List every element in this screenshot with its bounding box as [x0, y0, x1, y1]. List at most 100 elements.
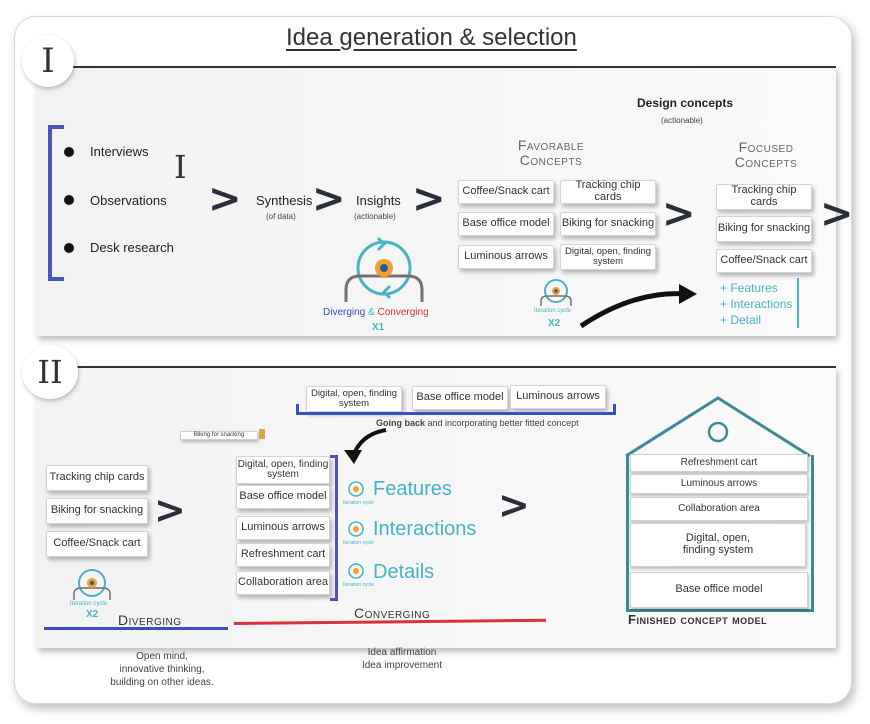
- synthesis-note: (of data): [266, 212, 296, 221]
- converging-bracket: [330, 455, 338, 601]
- arrow-to-finished: >: [498, 483, 530, 527]
- diverging-card: Biking for snacking: [46, 498, 148, 524]
- sources-bracket: [48, 125, 64, 281]
- refinements-bar: [797, 278, 799, 328]
- arrow-diverging-to-converging: >: [154, 488, 186, 532]
- going-back-bold: Going back: [376, 418, 426, 428]
- section-2-roman: II: [37, 353, 63, 391]
- favorable-card: Biking for snacking: [560, 212, 656, 236]
- discarded-strip: Biking for snacking: [180, 431, 258, 440]
- favorable-title-line-1: Favorable: [517, 137, 585, 153]
- iteration-cycle-icon: [540, 279, 572, 306]
- focused-title-line-2: Concepts: [734, 154, 798, 171]
- arrow-to-focused: >: [662, 191, 696, 237]
- page-title: Idea generation & selection: [286, 24, 577, 51]
- section-1-roman: I: [41, 41, 55, 81]
- favorable-card: Coffee/Snack cart: [458, 180, 554, 204]
- design-concepts-label: Design concepts: [637, 96, 734, 110]
- going-back-note: Going back and incorporating better fitt…: [376, 418, 579, 428]
- aspect-details: Details: [373, 561, 435, 583]
- house-roof: [625, 396, 811, 458]
- house-walls: [626, 455, 814, 612]
- iteration-cycle-icon: [73, 569, 111, 600]
- diverging-card: Coffee/Snack cart: [46, 531, 148, 557]
- synthesis-label: Synthesis: [256, 193, 313, 208]
- going-back-rest: and incorporating better fitted concept: [427, 418, 579, 428]
- converging-note: Idea affirmation: [367, 647, 437, 658]
- arrow-to-favorable: >: [412, 176, 446, 222]
- refinement-interactions: + Interactions: [720, 297, 793, 311]
- house-row: Refreshment cart: [630, 454, 808, 472]
- source-bullet: [64, 195, 74, 205]
- cycle-diverging: Diverging: [323, 307, 366, 318]
- arrow-to-insights: >: [312, 176, 346, 222]
- iteration-label: Iteration cycle: [534, 308, 572, 314]
- house-row: Digital, open, finding system: [630, 523, 806, 567]
- cycle-ampersand: &: [368, 307, 375, 318]
- diverging-note: innovative thinking,: [119, 664, 205, 675]
- source-interviews: Interviews: [90, 144, 149, 159]
- focused-card: Coffee/Snack cart: [716, 249, 812, 273]
- house-row: Luminous arrows: [630, 474, 808, 494]
- iteration-multiplier: X2: [548, 318, 561, 329]
- iteration-label: Iteration cycle: [70, 601, 108, 607]
- going-back-arrow: [344, 428, 387, 464]
- converging-card: Base office model: [236, 485, 330, 509]
- curved-arrow: [579, 284, 697, 329]
- source-bullet: [64, 147, 74, 157]
- iteration-cycle-icon: [344, 236, 424, 302]
- refinement-features: + Features: [720, 281, 778, 295]
- section-1-panel: [36, 66, 836, 336]
- diverging-card: Tracking chip cards: [46, 465, 148, 491]
- revisit-card: Digital, open, finding system: [306, 386, 402, 412]
- arrow-to-synthesis: >: [208, 176, 242, 222]
- revisit-bracket: [296, 404, 616, 415]
- diverging-note: building on other ideas.: [110, 677, 214, 688]
- insights-label: Insights: [356, 193, 401, 208]
- house-row: Base office model: [630, 572, 808, 608]
- converging-card: Luminous arrows: [236, 516, 330, 540]
- favorable-title-line-2: Concepts: [519, 152, 583, 169]
- converging-label: Converging: [354, 605, 431, 621]
- cycle-caption: Diverging & Converging: [323, 307, 429, 318]
- section-2-roman-badge: II: [22, 345, 78, 399]
- diverging-notes: Open mind, innovative thinking, building…: [100, 650, 224, 689]
- insights-note: (actionable): [354, 212, 396, 221]
- aspect-features: Features: [373, 478, 452, 500]
- source-desk-research: Desk research: [90, 240, 174, 255]
- finished-label: Finished concept model: [628, 612, 768, 627]
- aspect-icon-label: Iteration cycle: [343, 582, 374, 588]
- details-icon: [348, 563, 364, 579]
- revisit-card: Base office model: [412, 386, 508, 410]
- focused-title-line-1: Focused: [738, 139, 794, 155]
- strip-tag: [259, 429, 265, 439]
- diverging-note: Open mind,: [136, 651, 188, 662]
- interactions-icon: [348, 521, 364, 537]
- favorable-card: Tracking chip cards: [560, 180, 656, 204]
- iteration-multiplier: X2: [86, 609, 99, 620]
- section-1-roman-badge: I: [22, 35, 74, 87]
- converging-card: Refreshment cart: [236, 543, 330, 567]
- aspect-icon-label: Iteration cycle: [343, 540, 374, 546]
- source-observations: Observations: [90, 193, 167, 208]
- design-concepts-note: (actionable): [661, 116, 703, 125]
- focused-card: Tracking chip cards: [716, 184, 812, 210]
- cycle-converging: Converging: [377, 307, 429, 318]
- focused-card: Biking for snacking: [716, 216, 812, 242]
- diverging-line: [44, 627, 228, 630]
- aspect-icon-label: Iteration cycle: [343, 500, 374, 506]
- converging-note: Idea improvement: [361, 660, 443, 671]
- revisit-card: Luminous arrows: [510, 385, 606, 409]
- favorable-card: Luminous arrows: [458, 245, 554, 269]
- favorable-card: Digital, open, finding system: [560, 244, 656, 270]
- converging-card: Collaboration area: [236, 571, 330, 595]
- features-icon: [348, 481, 364, 497]
- favorable-title: Favorable Concepts: [476, 137, 626, 169]
- favorable-card: Base office model: [458, 212, 554, 236]
- converging-notes: Idea affirmation Idea improvement: [340, 646, 464, 672]
- aspect-interactions: Interactions: [373, 518, 477, 540]
- house-row: Collaboration area: [630, 497, 808, 521]
- refinement-detail: + Detail: [720, 313, 762, 327]
- outer-frame: [14, 16, 852, 704]
- cycle-multiplier: X1: [372, 322, 385, 333]
